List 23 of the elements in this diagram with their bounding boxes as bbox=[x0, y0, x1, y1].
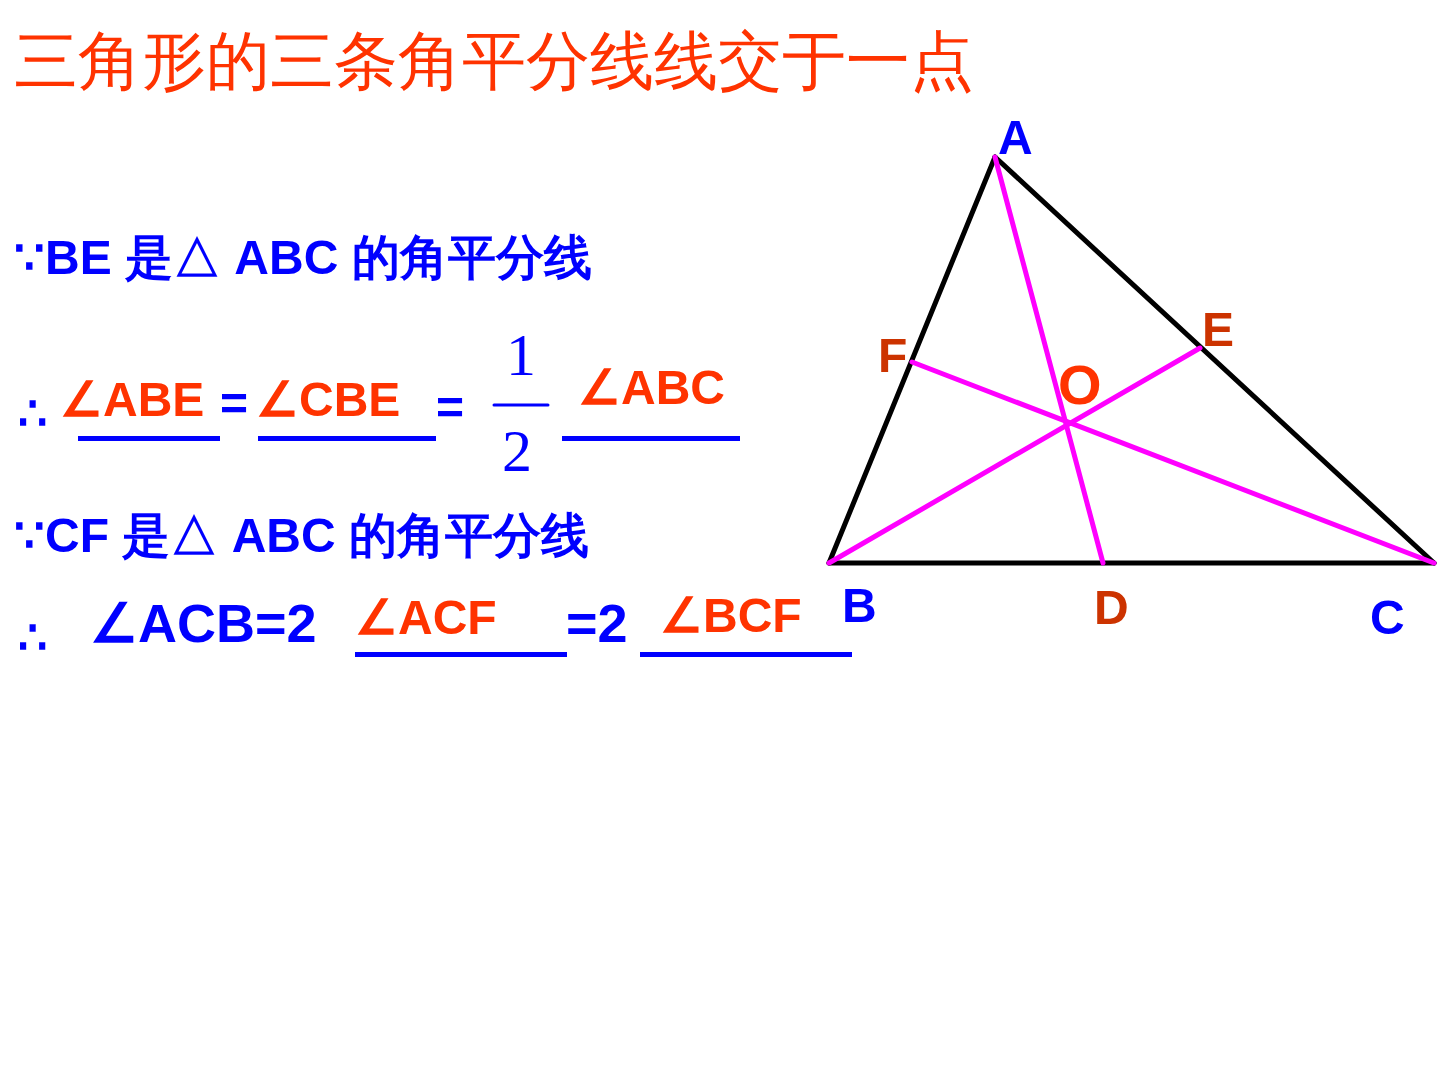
premise-text: ∵BE 是△ ABC 的角平分线 bbox=[14, 232, 593, 285]
point-label: O bbox=[1058, 354, 1102, 416]
point-label: F bbox=[878, 330, 908, 383]
point-label: D bbox=[1094, 582, 1129, 635]
therefore-sign: ∴ bbox=[18, 388, 47, 439]
answer-text: ∠CBE bbox=[256, 374, 401, 427]
equation-text: =2 bbox=[566, 594, 628, 654]
equation-text: ∠ACB=2 bbox=[90, 594, 317, 654]
fraction-denominator: 2 bbox=[502, 418, 532, 484]
fraction-numerator: 1 bbox=[506, 322, 536, 388]
answer-text: ∠ABE bbox=[60, 374, 205, 427]
slide-title: 三角形的三条角平分线线交于一点 bbox=[14, 23, 974, 100]
point-label: A bbox=[998, 112, 1033, 165]
answer-text: ∠BCF bbox=[660, 590, 802, 643]
answer-text: ∠ABC bbox=[578, 362, 725, 415]
answer-text: ∠ACF bbox=[355, 592, 497, 645]
therefore-sign: ∴ bbox=[18, 612, 47, 663]
point-label: C bbox=[1370, 592, 1405, 645]
point-label: E bbox=[1202, 304, 1234, 357]
equals-sign: = bbox=[220, 378, 249, 431]
point-label: B bbox=[842, 580, 877, 633]
premise-text: ∵CF 是△ ABC 的角平分线 bbox=[14, 510, 590, 563]
equals-sign: = bbox=[436, 382, 465, 435]
